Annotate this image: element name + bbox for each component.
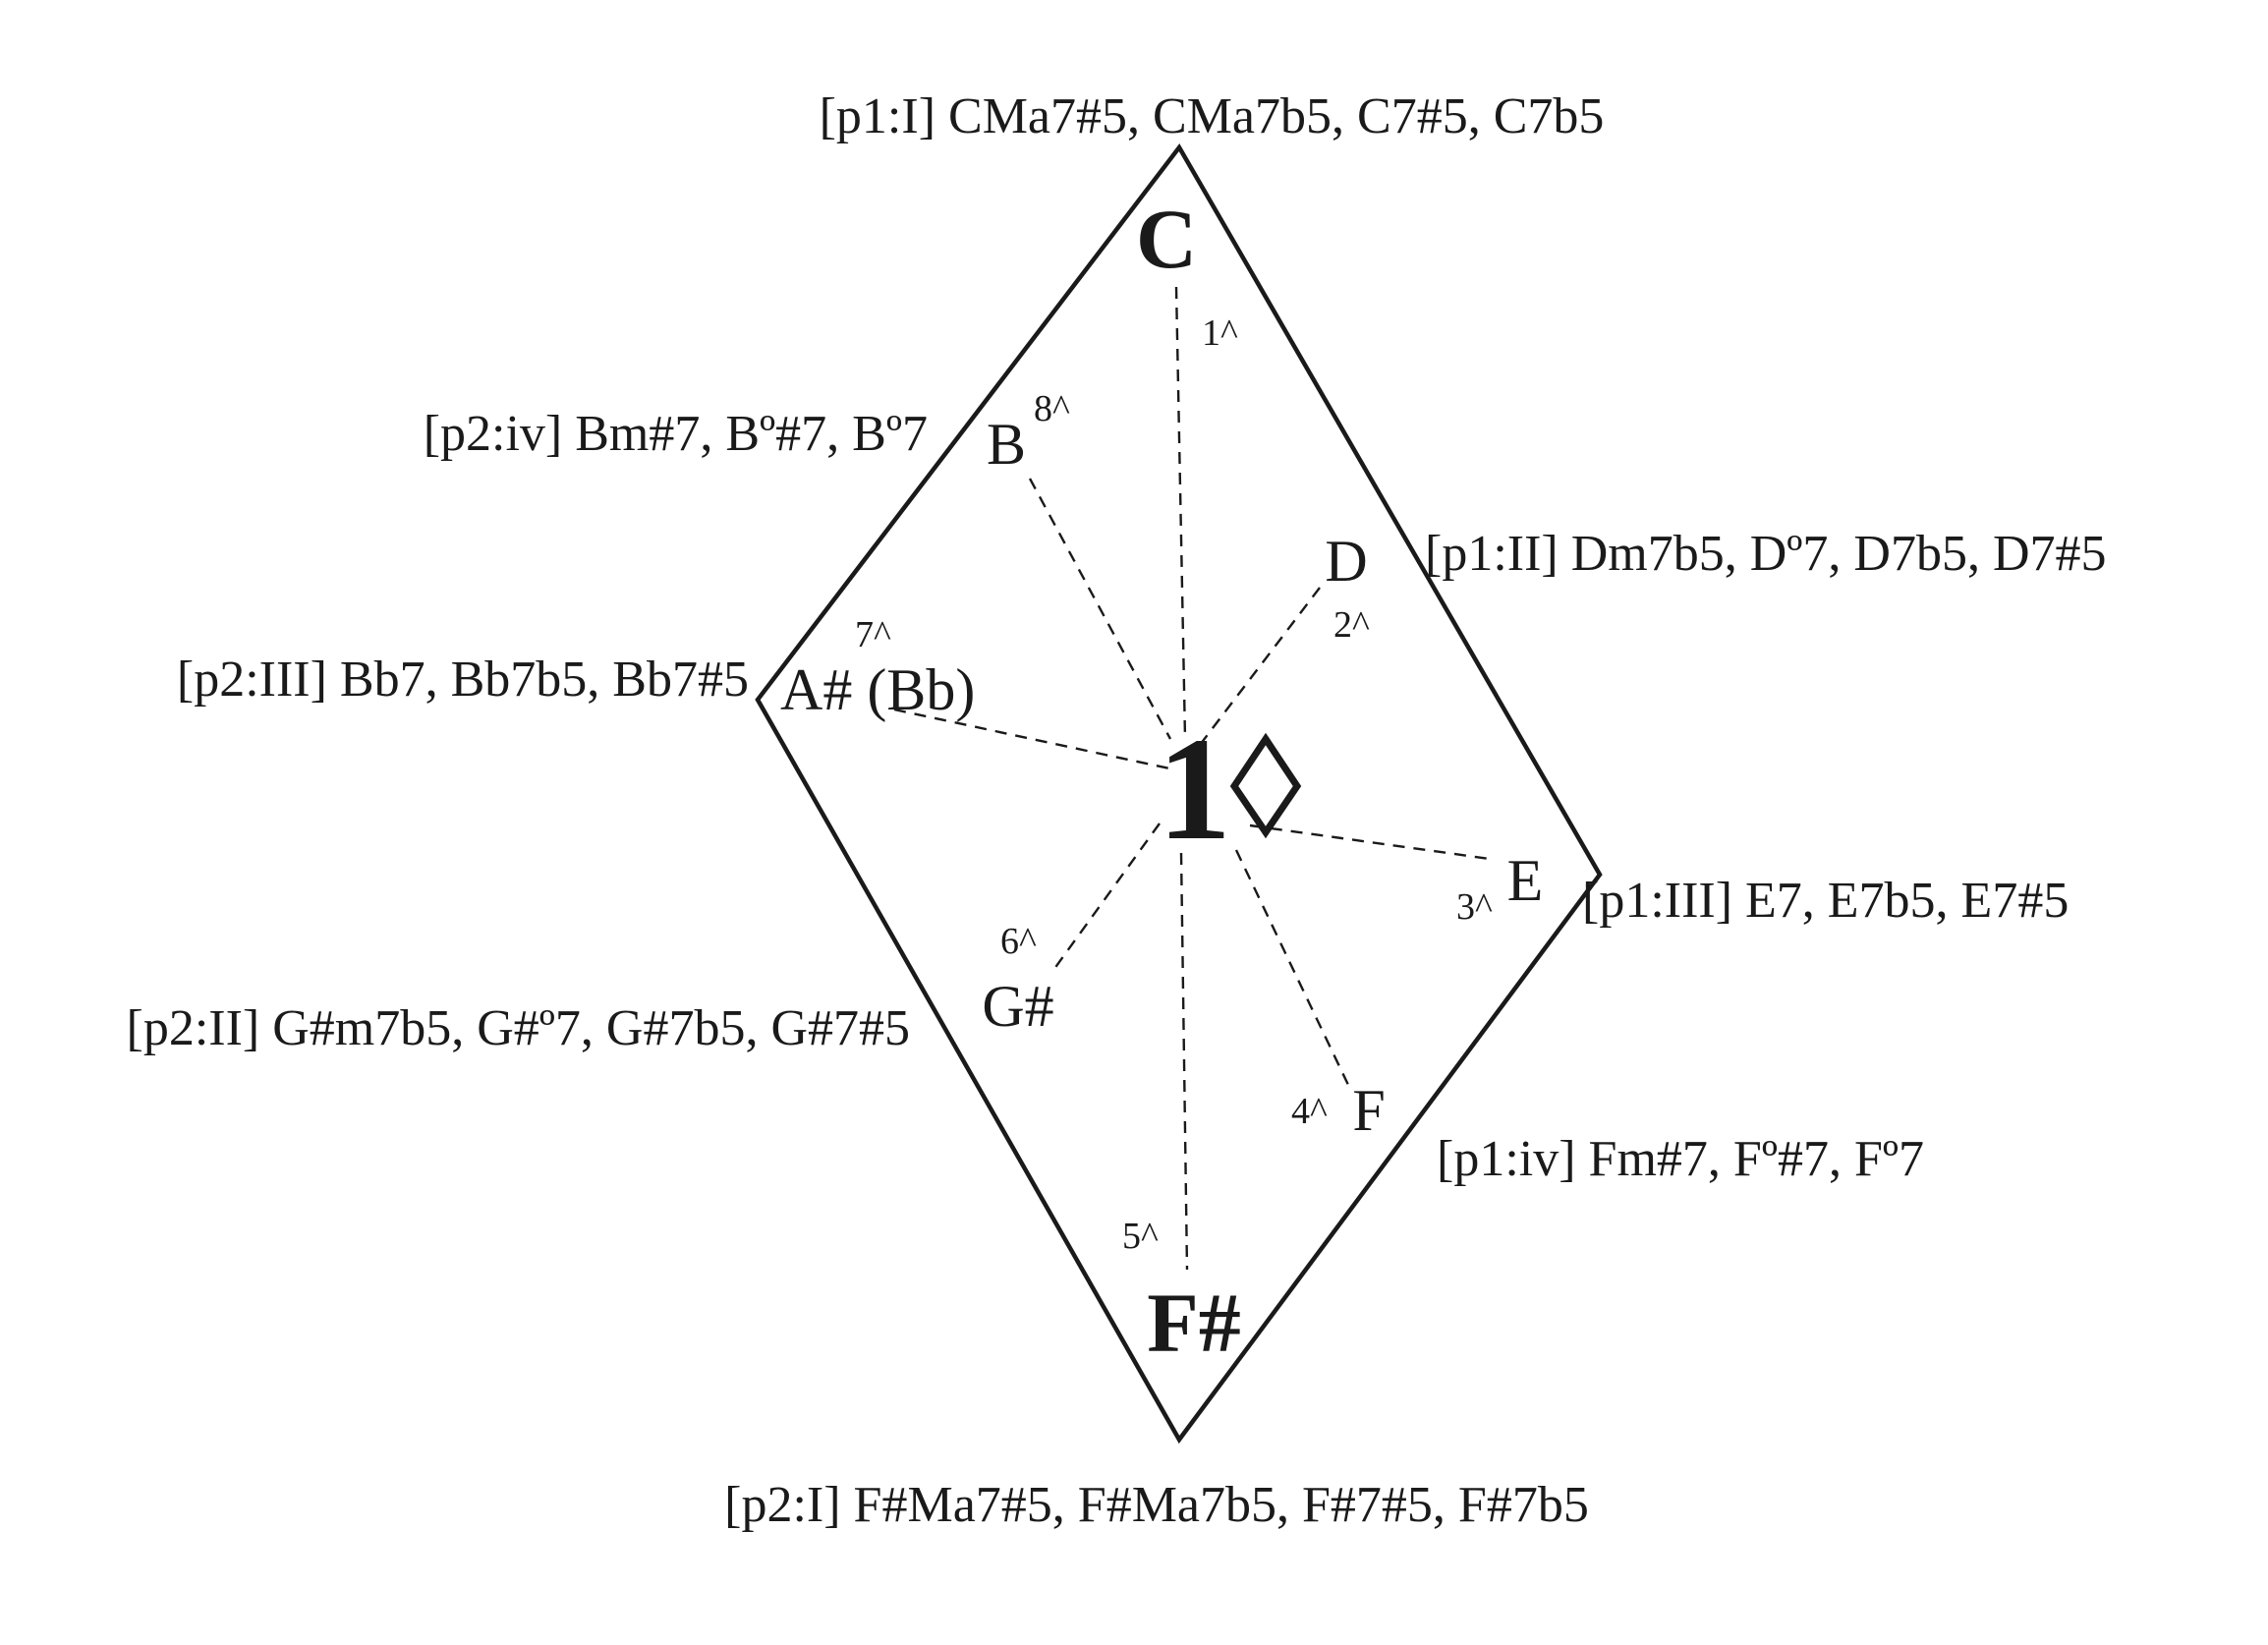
degree-8: 8^ — [1034, 388, 1070, 429]
diamond-icon — [1229, 732, 1302, 839]
note-d: D — [1325, 529, 1367, 594]
chord-list-p2-iv: [p2:iv] Bm#7, Bº#7, Bº7 — [424, 406, 928, 462]
note-c: C — [1136, 192, 1197, 286]
note-b: B — [987, 412, 1026, 477]
diamond-outline — [755, 142, 1603, 1445]
chord-list-p2-I: [p2:I] F#Ma7#5, F#Ma7b5, F#7#5, F#7b5 — [724, 1477, 1589, 1533]
note-f: F — [1352, 1078, 1385, 1143]
chord-list-p1-iv: [p1:iv] Fm#7, Fº#7, Fº7 — [1437, 1131, 1924, 1187]
spoke-d — [1196, 587, 1321, 750]
degree-1: 1^ — [1202, 312, 1238, 354]
degree-5: 5^ — [1122, 1216, 1159, 1257]
chord-list-p1-III: [p1:III] E7, E7b5, E7#5 — [1582, 873, 2069, 929]
degree-7: 7^ — [855, 614, 891, 655]
degree-6: 6^ — [1000, 921, 1037, 962]
center-number: 1 — [1158, 708, 1231, 871]
degree-2: 2^ — [1333, 604, 1370, 646]
note-a-sharp: A# (Bb) — [780, 657, 975, 722]
degree-4: 4^ — [1291, 1091, 1328, 1132]
chord-list-p2-III: [p2:III] Bb7, Bb7b5, Bb7#5 — [177, 652, 749, 708]
chord-list-p1-II: [p1:II] Dm7b5, Dº7, D7b5, D7#5 — [1425, 526, 2107, 582]
spoke-a-sharp — [893, 708, 1170, 770]
degree-3: 3^ — [1456, 886, 1493, 928]
spoke-g-sharp — [1050, 822, 1161, 974]
chord-list-p2-II: [p2:II] G#m7b5, G#º7, G#7b5, G#7#5 — [127, 1000, 911, 1056]
note-e: E — [1507, 848, 1544, 913]
spoke-e — [1249, 823, 1491, 861]
chord-list-p1-I: [p1:I] CMa7#5, CMa7b5, C7#5, C7b5 — [820, 88, 1605, 144]
spoke-f-sharp — [1179, 852, 1189, 1271]
spokes — [893, 286, 1491, 1271]
spoke-b — [1028, 478, 1172, 740]
spoke-c — [1174, 286, 1187, 740]
note-g-sharp: G# — [982, 974, 1053, 1039]
note-f-sharp: F# — [1147, 1276, 1241, 1370]
spoke-f — [1234, 849, 1350, 1086]
